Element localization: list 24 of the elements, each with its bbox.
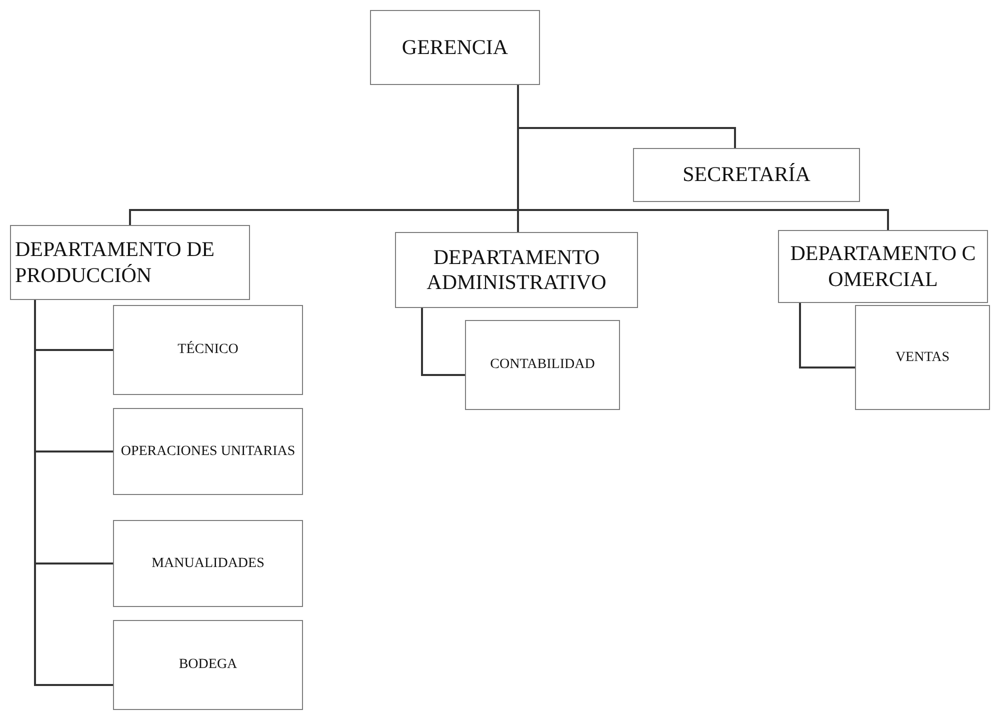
org-box [778,230,988,303]
org-box [10,225,250,300]
connector-line [421,308,465,376]
box-label: SECRETARÍA [682,162,810,188]
org-box [465,320,620,410]
org-box [633,148,860,202]
box-label: MANUALIDADES [152,556,264,570]
org-box [395,232,638,308]
org-box [113,520,303,607]
box-label: OPERACIONES UNITARIAS [120,444,296,458]
box-label: DEPARTAMENTO COMERCIAL [789,241,977,292]
box-label: GERENCIA [402,34,508,60]
org-box [113,408,303,495]
box-label: TÉCNICO [178,343,238,357]
connector-line [799,303,855,368]
box-label: DEPARTAMENTO ADMINISTRATIVO [426,244,608,296]
box-label: VENTAS [895,350,950,364]
box-label: DEPARTAMENTO DE PRODUCCIÓN [15,237,216,288]
org-box [113,620,303,710]
box-label: CONTABILIDAD [490,358,595,372]
box-label: BODEGA [178,658,238,672]
org-box [855,305,990,410]
org-box [370,10,540,85]
org-box [113,305,303,395]
